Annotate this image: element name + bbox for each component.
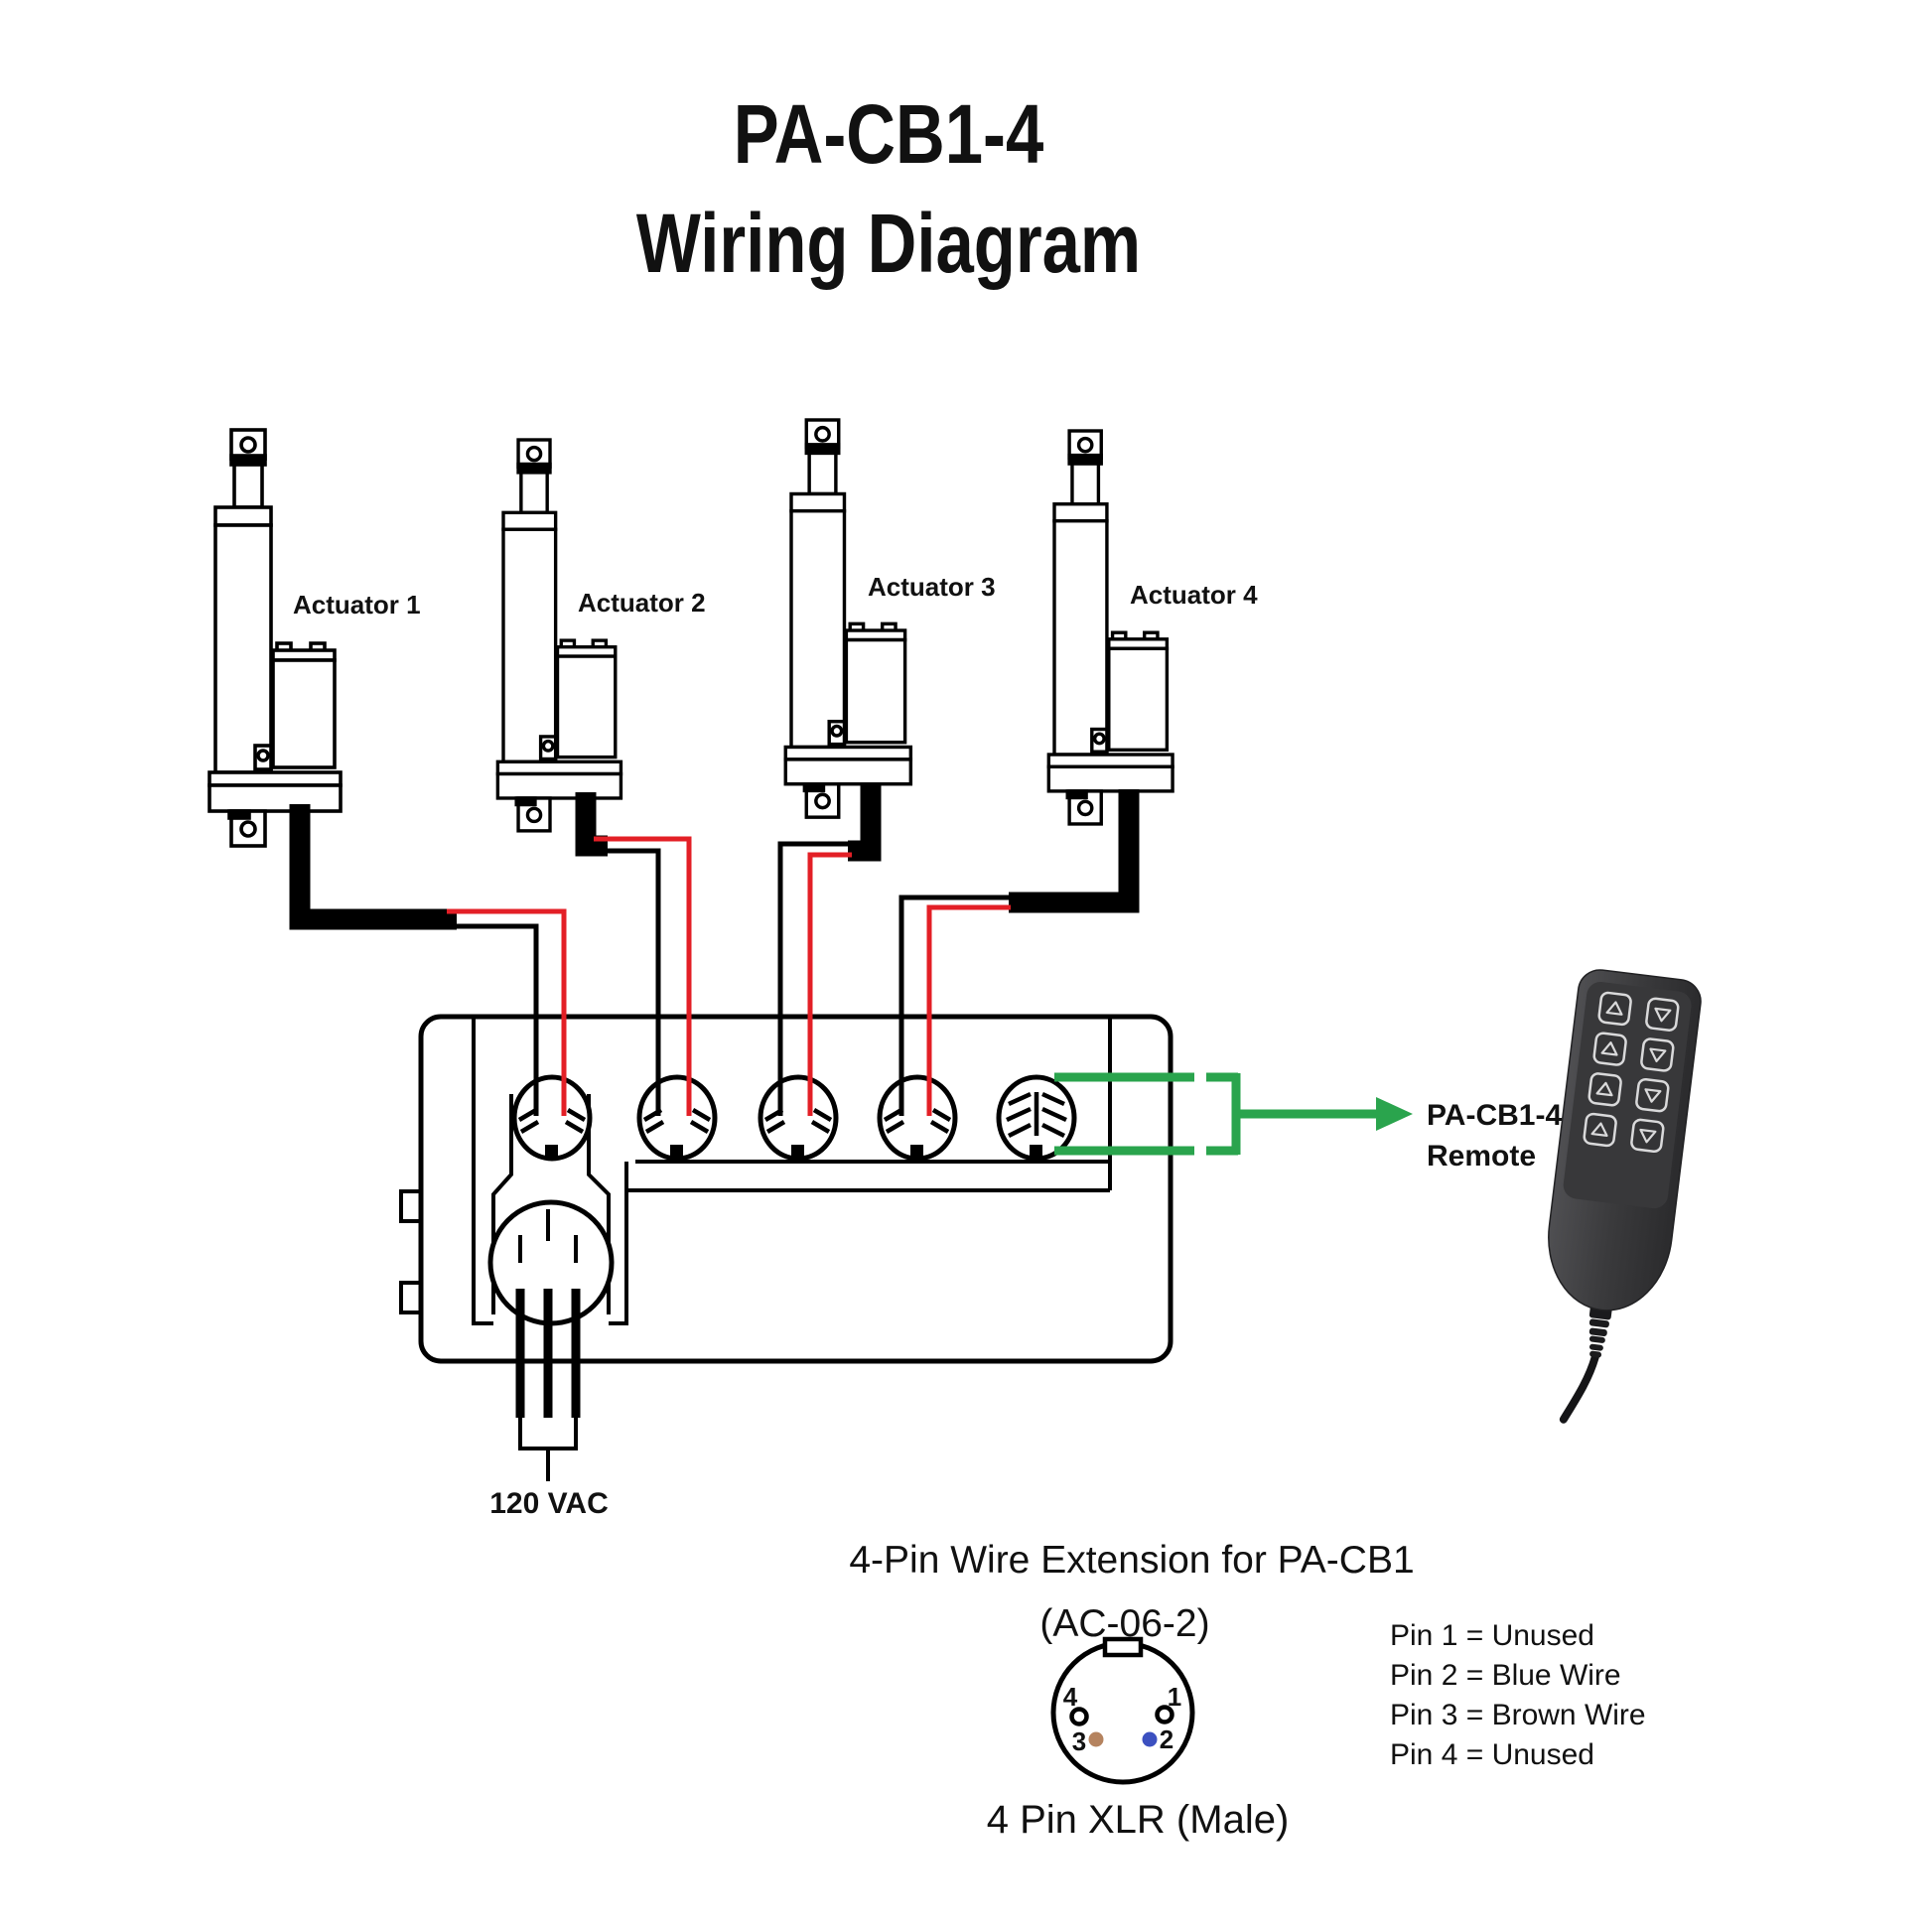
red-wire-4 — [926, 904, 1011, 1116]
black-wires — [455, 841, 1011, 1116]
xlr-pin-1-number: 1 — [1168, 1682, 1181, 1712]
actuator-1-label: Actuator 1 — [293, 590, 421, 620]
socket-1 — [514, 1077, 590, 1159]
title-line2: Wiring Diagram — [636, 198, 1141, 291]
remote-label-line2: Remote — [1427, 1140, 1536, 1173]
remote-strain-relief — [1588, 1318, 1609, 1358]
pin-legend-line-3: Pin 3 = Brown Wire — [1390, 1699, 1646, 1731]
remote-handset — [1548, 969, 1702, 1424]
remote-up-button-2 — [1591, 1031, 1628, 1067]
cable-actuator-2 — [575, 792, 608, 857]
black-wire-1 — [455, 923, 539, 1116]
remote-down-button-4 — [1629, 1117, 1666, 1154]
xlr-caption: 4 Pin XLR (Male) — [987, 1798, 1290, 1842]
socket-2 — [639, 1077, 715, 1159]
actuator-3-drawing — [783, 418, 913, 819]
red-wire-1 — [447, 908, 567, 1116]
pin-legend-line-4: Pin 4 = Unused — [1390, 1738, 1594, 1771]
remote-down-button-3 — [1634, 1077, 1671, 1114]
remote-up-button-3 — [1587, 1071, 1623, 1108]
xlr-pin-1 — [1155, 1705, 1174, 1725]
title-line1: PA-CB1-4 — [734, 88, 1044, 182]
actuator-4-label: Actuator 4 — [1130, 580, 1258, 610]
power-connector — [487, 1199, 615, 1481]
socket-3 — [760, 1077, 836, 1159]
pin-legend: Pin 1 = Unused Pin 2 = Blue Wire Pin 3 =… — [1390, 1619, 1646, 1771]
remote-callout: PA-CB1-4 Remote — [1054, 1072, 1562, 1173]
red-wire-2 — [594, 836, 692, 1116]
actuator-3-label: Actuator 3 — [868, 572, 996, 602]
power-bracket — [518, 1418, 578, 1481]
pin-legend-line-1: Pin 1 = Unused — [1390, 1619, 1594, 1652]
remote-up-button-4 — [1582, 1112, 1618, 1148]
actuator-2-label: Actuator 2 — [578, 588, 706, 618]
cable-actuator-4 — [1009, 789, 1140, 913]
actuator-1-drawing — [207, 428, 343, 848]
black-wire-3 — [777, 841, 852, 1116]
black-wire-4 — [898, 895, 1011, 1116]
actuator-cables-thick — [289, 782, 1140, 930]
xlr-pin-3-brown — [1088, 1731, 1104, 1747]
remote-cord — [1559, 1353, 1599, 1424]
black-wire-2 — [596, 848, 661, 1116]
actuator-2-drawing — [495, 438, 623, 833]
control-box: 120 VAC — [399, 1014, 1173, 1520]
remote-down-button-2 — [1639, 1036, 1676, 1073]
cable-actuator-3 — [848, 782, 882, 862]
xlr-pin-2-blue — [1142, 1731, 1158, 1747]
page-title: PA-CB1-4 Wiring Diagram — [636, 88, 1141, 291]
power-label: 120 VAC — [489, 1487, 609, 1520]
remote-label-line1: PA-CB1-4 — [1427, 1099, 1562, 1132]
remote-callout-lines — [1054, 1072, 1376, 1156]
socket-4 — [880, 1077, 955, 1159]
xlr-pin-2-number: 2 — [1160, 1725, 1173, 1754]
cable-actuator-1 — [289, 804, 457, 930]
remote-down-button-1 — [1644, 996, 1681, 1033]
extension-title: 4-Pin Wire Extension for PA-CB1 — [849, 1539, 1414, 1582]
pin-legend-line-2: Pin 2 = Blue Wire — [1390, 1659, 1621, 1692]
actuator-4-drawing — [1046, 429, 1174, 826]
remote-up-button-1 — [1596, 990, 1633, 1027]
red-wire-3 — [807, 852, 852, 1116]
xlr-pin-4-number: 4 — [1063, 1682, 1078, 1712]
extension-section: 4-Pin Wire Extension for PA-CB1 (AC-06-2… — [849, 1539, 1645, 1842]
power-pins — [515, 1289, 581, 1418]
xlr-pin-3-number: 3 — [1072, 1726, 1086, 1756]
xlr-connector: 4 1 3 2 — [1050, 1636, 1195, 1785]
red-wires — [447, 836, 1011, 1116]
green-arrow-icon — [1376, 1097, 1413, 1131]
xlr-keyway-notch — [1102, 1636, 1144, 1658]
xlr-pin-4 — [1069, 1707, 1089, 1726]
